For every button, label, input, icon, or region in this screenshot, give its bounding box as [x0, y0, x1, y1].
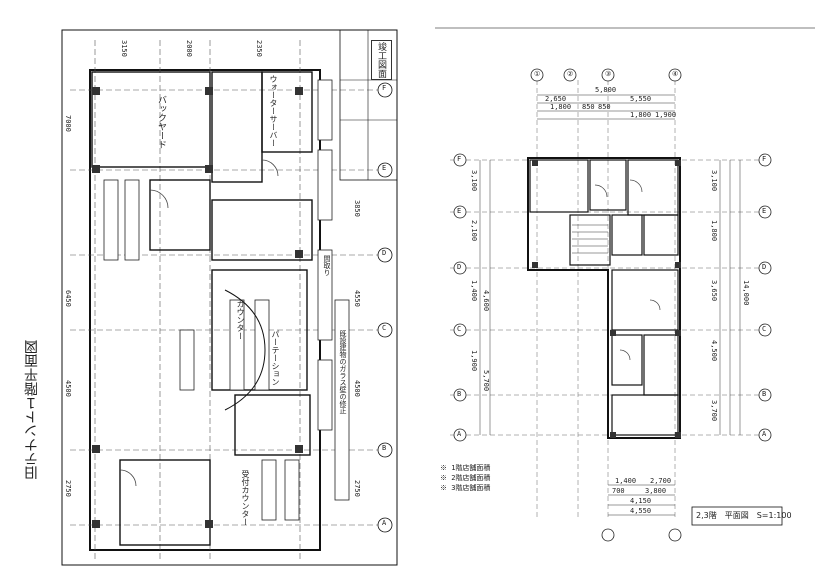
grid-side-r-e: E — [762, 207, 767, 215]
left-floor-plan: F E D C B A 3150 2000 2350 7000 6450 450… — [24, 29, 398, 566]
dim-right-total: 14,000 — [742, 280, 750, 306]
dim-left-3: 4500 — [64, 380, 72, 397]
grid-top-1: ① — [534, 70, 541, 78]
room-partition: パーテーション — [271, 330, 280, 386]
room-backyard: バックヤード — [156, 95, 166, 149]
note-3f: ※ 3階店舗面積 — [440, 484, 491, 492]
dim-right-2: 4550 — [353, 290, 361, 307]
dim-top-3: 2350 — [255, 40, 263, 57]
dim-right-c: 3,650 — [710, 280, 718, 302]
right-plan-drawing — [435, 27, 815, 542]
dim-right-e: 3,700 — [710, 400, 718, 422]
grid-side-e: E — [457, 207, 462, 215]
grid-side-r-c: C — [762, 325, 767, 333]
grid-side-f: F — [457, 155, 462, 163]
grid-label-e: E — [382, 164, 387, 172]
dim-right-1: 3850 — [353, 200, 361, 217]
side-title: 旧テナント１階平面図 — [24, 340, 40, 480]
room-reception: 受付カウンター — [241, 470, 250, 526]
note-glass-wall: 既設建物のガラス壁の修正 — [339, 330, 347, 414]
dim-right-3: 4500 — [353, 380, 361, 397]
dim-bottom-c: 700 — [612, 487, 625, 495]
dim-bottom-d: 3,800 — [645, 487, 667, 495]
grid-label-d: D — [382, 249, 387, 257]
dim-left-c: 1,400 — [470, 280, 478, 302]
as-built-stamp: 竣工図面 — [371, 40, 392, 80]
grid-side-d: D — [457, 263, 462, 271]
dim-top-1: 3150 — [120, 40, 128, 57]
dim-left-b: 2,100 — [470, 220, 478, 242]
dim-top-f: 1,800 — [630, 111, 652, 119]
grid-top-4: ④ — [672, 70, 679, 78]
dim-right-4: 2750 — [353, 480, 361, 497]
grid-side-a: A — [457, 430, 462, 438]
grid-label-a: A — [382, 519, 387, 527]
grid-side-r-f: F — [762, 155, 767, 163]
plan-title: 2,3階 平面図 S=1:100 — [696, 511, 792, 520]
right-floor-plan: ① ② ③ ④ F E D C B A F E D C B A 5,800 2,… — [430, 0, 818, 570]
note-layout: 間取り — [323, 255, 331, 276]
dim-top-total: 5,800 — [595, 86, 617, 94]
dim-left-4: 2750 — [64, 480, 72, 497]
dim-top-d: 850 — [582, 103, 595, 111]
dim-top-c: 1,800 — [550, 103, 572, 111]
grid-top-3: ③ — [605, 70, 612, 78]
grid-label-b: B — [382, 444, 387, 452]
dim-right-b: 1,800 — [710, 220, 718, 242]
note-2f: ※ 2階店舗面積 — [440, 474, 491, 482]
grid-label-c: C — [382, 324, 387, 332]
dim-top-b: 5,550 — [630, 95, 652, 103]
dim-left-1: 7000 — [64, 115, 72, 132]
room-water-server: ウォーターサーバー — [269, 75, 278, 147]
dim-top-a: 2,650 — [545, 95, 567, 103]
dim-bottom-b: 2,700 — [650, 477, 672, 485]
grid-top-2: ② — [567, 70, 574, 78]
grid-side-c: C — [457, 325, 462, 333]
dim-left-f: 5,700 — [482, 370, 490, 392]
dim-bottom-e: 4,150 — [630, 497, 652, 505]
dim-left-d: 4,600 — [482, 290, 490, 312]
dim-left-2: 6450 — [64, 290, 72, 307]
dim-right-a: 3,100 — [710, 170, 718, 192]
dim-top-e: 850 — [598, 103, 611, 111]
dim-right-d: 4,500 — [710, 340, 718, 362]
grid-label-f: F — [382, 84, 387, 92]
dim-left-e: 1,900 — [470, 350, 478, 372]
note-1f: ※ 1階店舗面積 — [440, 464, 491, 472]
grid-side-r-b: B — [762, 390, 767, 398]
dim-top-2: 2000 — [185, 40, 193, 57]
dim-top-g: 1,900 — [655, 111, 677, 119]
grid-side-r-d: D — [762, 263, 767, 271]
left-plan-drawing — [61, 29, 398, 566]
room-counter: カウンター — [236, 300, 245, 340]
dim-bottom-a: 1,400 — [615, 477, 637, 485]
grid-side-b: B — [457, 390, 462, 398]
dim-left-a: 3,100 — [470, 170, 478, 192]
grid-side-r-a: A — [762, 430, 767, 438]
dim-bottom-f: 4,550 — [630, 507, 652, 515]
